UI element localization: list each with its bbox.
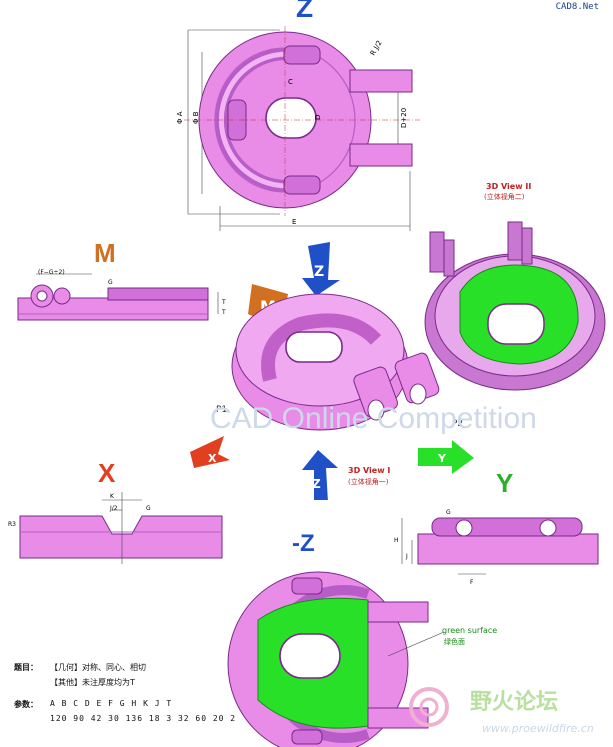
notes-param-letters: A B C D E F G H K J T [50,699,173,708]
view-label-y: Y [496,468,514,498]
x-view-drawing: K J/2 G R3 [8,492,223,564]
arrow-y: Y [418,440,474,474]
y-view-drawing: G H J F [394,509,599,586]
dim-m-g2: G [108,279,113,286]
notes-line-1: 【几何】对称、同心、相切 [50,663,146,672]
arrow-y-label: Y [437,452,447,465]
view3d-one-cn: (立体视角一) [348,478,389,486]
dim-top-r: R J/2 [369,39,384,57]
forum-url: www.proewildfire.cn [482,722,594,735]
surface-label-en: green surface [442,626,498,635]
dim-top-b: Φ B [192,111,200,124]
view-label-m: M [94,238,116,268]
dim-top-c: C [288,78,293,86]
forum-logo-icon [409,687,449,727]
notes-params-label: 参数： [14,700,38,709]
dim-x-k: K [110,493,115,500]
site-tag: CAD8.Net [555,2,599,12]
notes-title-label: 题目： [14,663,38,672]
3d-view-two-drawing [424,221,606,391]
top-view-drawing: Φ A Φ B C D D+20 E R J/2 [176,26,420,231]
view-label-z: Z [296,0,314,23]
dim-m-g: (F−G÷2) [38,269,65,276]
view3d-one-en: 3D View I [348,466,391,475]
view-label-neg-z: -Z [292,530,315,557]
dim-top-e: E [292,218,296,226]
point-p1: P1 [216,405,227,415]
point-p2: P2 [452,419,463,429]
dim-x-r: R3 [8,521,16,528]
m-view-drawing: (F−G÷2) G T T [17,269,226,321]
3d-view-one-drawing: Z M P1 P2 X Z [190,242,463,500]
dim-x-g: G [146,505,151,512]
arrow-negz-label: Z [312,477,321,491]
watermark-competition: CAD Online Competition [210,402,537,435]
notes-param-values: 120 90 42 30 136 18 3 32 60 20 2 [50,714,237,723]
dim-m-t2: T [221,309,226,316]
dim-y-g: G [446,509,451,516]
dim-top-d20: D+20 [400,108,408,128]
notes-line-2: 【其他】未注厚度均为T [50,678,135,687]
view3d-two-en: 3D View II [486,182,532,191]
dim-m-t: T [221,299,226,306]
dim-y-j: J [405,553,408,560]
dim-y-f: F [470,579,474,586]
view-label-x: X [98,458,116,488]
neg-z-view-drawing [227,571,445,747]
dim-top-a: Φ A [176,111,184,124]
arrow-z-label: Z [314,264,324,280]
view3d-two-cn: (立体视角二) [484,193,525,201]
arrow-x-label: X [208,452,217,465]
dim-x-j2: J/2 [109,505,118,512]
dim-top-d: D [314,115,322,120]
dim-y-h: H [394,537,399,544]
forum-name: 野火论坛 [470,690,559,715]
surface-label-cn: 绿色面 [444,638,465,646]
